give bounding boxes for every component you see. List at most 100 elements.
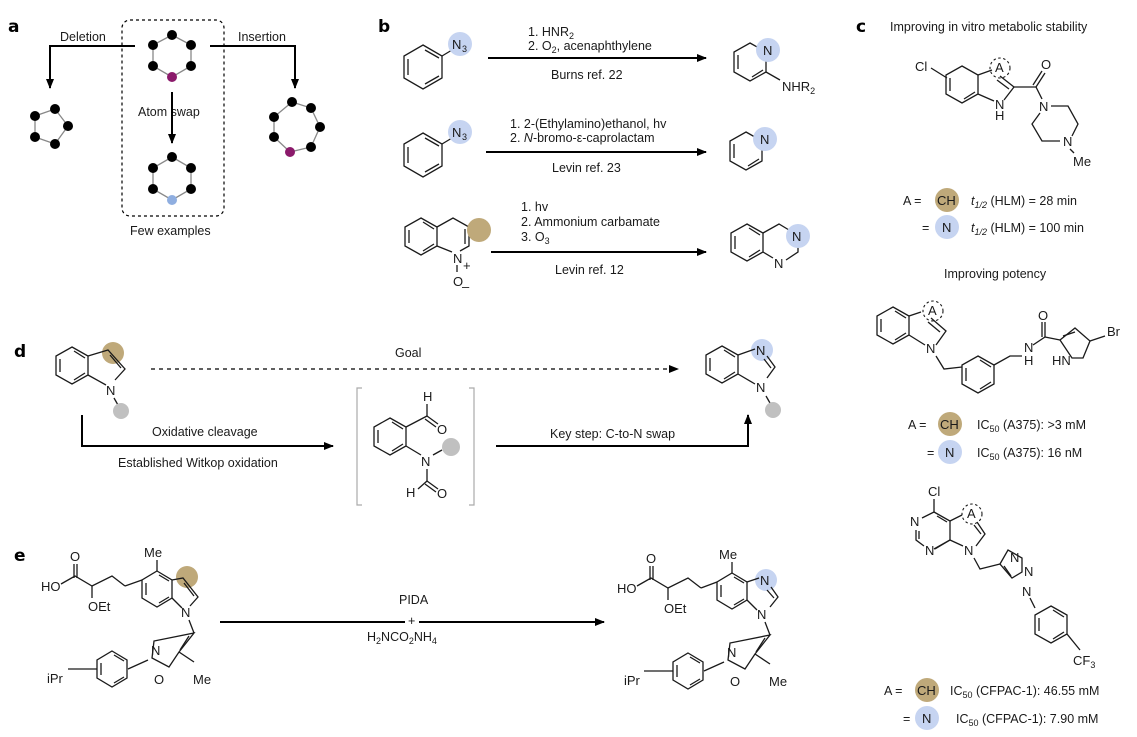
svg-text:N: N xyxy=(925,543,934,558)
key-step-arrow xyxy=(496,414,752,447)
svg-text:O: O xyxy=(453,274,463,289)
svg-text:N: N xyxy=(421,454,430,469)
svg-text:Cl: Cl xyxy=(928,484,940,499)
reaction-3: N + O – 1. hv 2. Ammonium carbamate 3. O… xyxy=(404,200,810,294)
ch-badge xyxy=(935,188,959,212)
seven-ring xyxy=(269,97,325,157)
pida-label: PIDA xyxy=(399,593,429,607)
svg-text:HO: HO xyxy=(617,581,637,596)
panel-a: a Deletion Insertion Atom swap Few examp… xyxy=(8,17,325,238)
pyridine: N xyxy=(729,127,777,171)
svg-text:O: O xyxy=(1041,57,1051,72)
svg-text:N: N xyxy=(1010,550,1019,565)
panel-e: e O HO OEt Me N N O Me xyxy=(14,545,787,690)
svg-text:H: H xyxy=(1024,353,1033,368)
witkop-label: Established Witkop oxidation xyxy=(118,456,278,470)
deletion-arrow xyxy=(46,45,135,89)
panel-c: c Improving in vitro metabolic stability… xyxy=(856,17,1121,730)
svg-text:N: N xyxy=(1063,134,1072,149)
compound-1-structure: Cl A N H O N N Me xyxy=(915,57,1091,169)
svg-text:O: O xyxy=(730,674,740,689)
svg-text:IC50 (A375): >3 mM: IC50 (A375): >3 mM xyxy=(977,418,1086,434)
svg-text:N: N xyxy=(942,220,951,235)
compound-2-structure: A N N H O HN Br xyxy=(876,300,1121,394)
phenyl-azide-2: N 3 xyxy=(403,120,472,178)
reaction-2: N 3 1. 2-(Ethylamino)ethanol, hv 2. N-br… xyxy=(403,117,777,178)
panel-e-label: e xyxy=(14,546,26,566)
quinoline-n-oxide: N + O – xyxy=(404,217,491,294)
svg-text:A =: A = xyxy=(903,194,921,208)
benzimidazole-product: N N xyxy=(705,339,781,418)
svg-text:N: N xyxy=(760,573,769,588)
azide-n: N xyxy=(452,37,461,52)
result-row: = N IC50 (CFPAC-1): 7.90 mM xyxy=(903,706,1098,730)
oxidative-cleavage-label: Oxidative cleavage xyxy=(152,425,258,439)
panel-c-label: c xyxy=(856,17,866,37)
svg-text:A: A xyxy=(928,303,937,318)
levin-ref-12: Levin ref. 12 xyxy=(555,263,624,277)
svg-text:N: N xyxy=(727,645,736,660)
svg-text:N: N xyxy=(1024,340,1033,355)
insertion-arrow xyxy=(210,45,299,89)
compound-3-data: A = CH IC50 (CFPAC-1): 46.55 mM = N IC50… xyxy=(884,678,1099,730)
svg-text:H: H xyxy=(423,389,432,404)
svg-text:t1/2 (HLM) = 28 min: t1/2 (HLM) = 28 min xyxy=(971,194,1077,210)
oxidative-cleavage-arrow xyxy=(81,415,334,450)
indole-drug-start: O HO OEt Me N N O Me iPr xyxy=(41,545,211,688)
svg-text:A =: A = xyxy=(884,684,902,698)
svg-text:O: O xyxy=(437,422,447,437)
svg-text:2. N-bromo-ε-caprolactam: 2. N-bromo-ε-caprolactam xyxy=(510,131,655,145)
svg-text:OEt: OEt xyxy=(88,599,111,614)
svg-text:Br: Br xyxy=(1107,324,1121,339)
svg-text:N: N xyxy=(756,380,765,395)
svg-text:O: O xyxy=(70,549,80,564)
svg-text:=: = xyxy=(922,221,929,235)
svg-text:=: = xyxy=(903,712,910,726)
indole-start: N xyxy=(55,342,129,419)
svg-text:Me: Me xyxy=(719,547,737,562)
svg-text:N: N xyxy=(1022,584,1031,599)
svg-text:N: N xyxy=(760,132,769,147)
five-ring xyxy=(30,104,73,149)
svg-text:1. 2-(Ethylamino)ethanol, hv: 1. 2-(Ethylamino)ethanol, hv xyxy=(510,117,667,131)
plus-label: + xyxy=(408,614,415,628)
svg-text:2. Ammonium carbamate: 2. Ammonium carbamate xyxy=(521,215,660,229)
svg-text:–: – xyxy=(462,279,470,294)
svg-text:N: N xyxy=(452,125,461,140)
svg-text:N: N xyxy=(926,341,935,356)
svg-text:Me: Me xyxy=(769,674,787,689)
panel-d: d N Goal Oxidative cleavage Established … xyxy=(14,339,781,506)
svg-text:N: N xyxy=(763,43,772,58)
svg-text:O: O xyxy=(154,672,164,687)
quinazoline: N N xyxy=(730,223,810,271)
svg-text:=: = xyxy=(927,446,934,460)
svg-text:iPr: iPr xyxy=(624,673,641,688)
burns-ref: Burns ref. 22 xyxy=(551,68,623,82)
svg-text:N: N xyxy=(756,343,765,358)
potency-title: Improving potency xyxy=(944,267,1047,281)
aminopyridine: N NHR2 xyxy=(733,38,815,96)
compound-3-structure: Cl N N A N N N N CF xyxy=(910,484,1095,670)
svg-text:N: N xyxy=(106,383,115,398)
svg-text:OEt: OEt xyxy=(664,601,687,616)
svg-text:NHR2: NHR2 xyxy=(782,79,815,96)
substituent-dot xyxy=(113,403,129,419)
levin-ref-23: Levin ref. 23 xyxy=(552,161,621,175)
key-step-label: Key step: C-to-N swap xyxy=(550,427,675,441)
svg-text:HO: HO xyxy=(41,579,61,594)
goal-label: Goal xyxy=(395,346,421,360)
svg-text:CH: CH xyxy=(940,417,959,432)
svg-text:t1/2 (HLM) = 100 min: t1/2 (HLM) = 100 min xyxy=(971,221,1084,237)
svg-text:Me: Me xyxy=(1073,154,1091,169)
svg-text:Me: Me xyxy=(193,672,211,687)
svg-text:N: N xyxy=(910,514,919,529)
svg-text:+: + xyxy=(463,258,471,273)
result-row: = N IC50 (A375): 16 nM xyxy=(927,440,1082,464)
result-row: A = CH t1/2 (HLM) = 28 min xyxy=(903,188,1077,212)
reaction-1: N 3 1. HNR2 2. O2, acenaphthylene Burns … xyxy=(403,25,815,96)
ammonium-carbamate-label: H2NCO2NH4 xyxy=(367,630,437,646)
result-row: A = CH IC50 (CFPAC-1): 46.55 mM xyxy=(884,678,1099,702)
svg-text:CH: CH xyxy=(917,683,936,698)
svg-text:O: O xyxy=(1038,308,1048,323)
six-ring-swapped xyxy=(148,152,196,205)
